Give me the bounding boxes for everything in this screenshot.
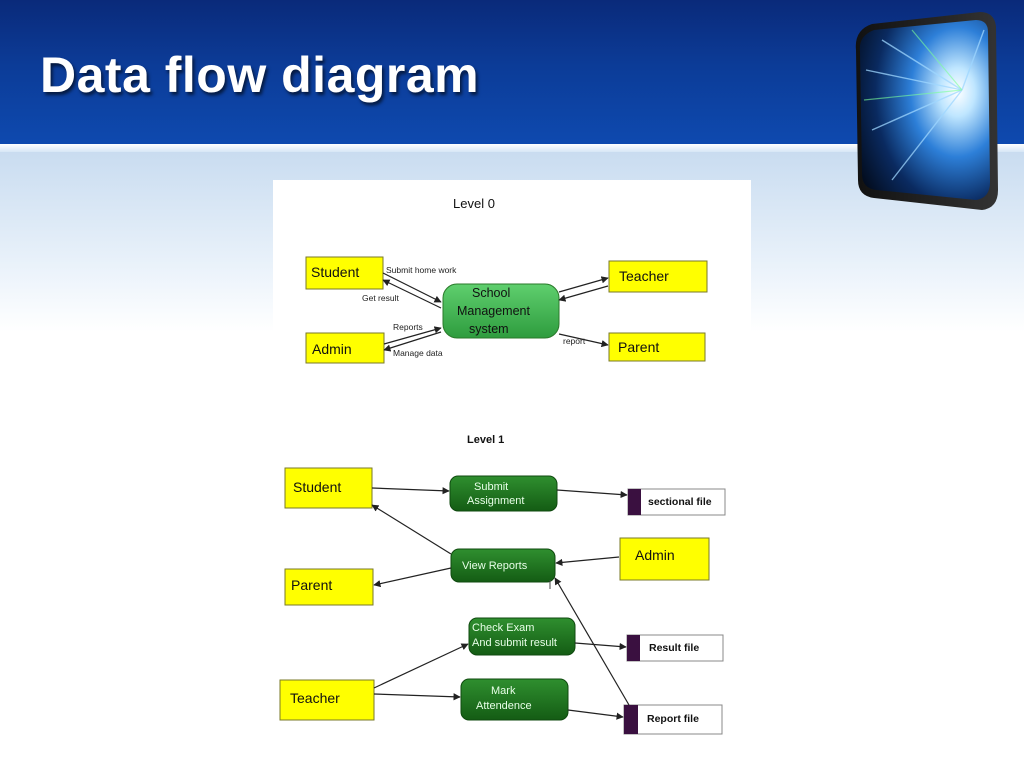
l1-sectional-label: sectional file [648, 496, 712, 508]
l1-view-reports-label: View Reports [462, 560, 528, 572]
dfd-canvas: Level 0 Student Admin Teacher Parent Sch… [279, 196, 726, 735]
l1-teacher-label: Teacher [290, 690, 340, 706]
l1-flow-teacher-check [373, 643, 469, 689]
l1-entity-teacher: Teacher [279, 679, 375, 721]
l1-store-report-file: Report file [623, 704, 723, 735]
l0-flow-to-teacher [558, 276, 609, 293]
l0-student-label: Student [311, 264, 359, 280]
l1-store-result-file: Result file [626, 634, 724, 662]
l0-teacher-label: Teacher [619, 268, 669, 284]
level0-title: Level 0 [453, 196, 495, 211]
l1-flow-view-student [371, 504, 452, 555]
l1-admin-label: Admin [635, 547, 675, 563]
l1-process-submit-assignment: Submit Assignment [449, 475, 558, 512]
l1-store-sectional-file: sectional file [627, 488, 726, 516]
l0-label-submit-home-work: Submit home work [386, 265, 457, 275]
l0-flow-from-teacher [558, 285, 609, 302]
l0-label-reports: Reports [393, 322, 423, 332]
l1-submit-line2: Assignment [467, 495, 524, 507]
header-divider [0, 144, 1024, 152]
l1-process-check-exam: Check Exam And submit result [468, 617, 576, 656]
l1-entity-admin: Admin [619, 537, 710, 581]
l1-mark-line1: Mark [491, 685, 516, 697]
l1-student-label: Student [293, 479, 341, 495]
l0-process-line3: system [469, 322, 509, 336]
slide-header [0, 0, 1024, 148]
slide-title: Data flow diagram [40, 47, 480, 103]
l0-entity-admin: Admin [305, 332, 385, 364]
l1-process-mark-attendence: Mark Attendence [460, 678, 569, 721]
l0-entity-parent: Parent [608, 332, 706, 362]
l0-entity-student: Student [305, 256, 384, 290]
l0-process-line2: Management [457, 304, 530, 318]
l1-flows [371, 487, 630, 720]
l1-flow-check-result [574, 642, 627, 651]
l0-flow-report [558, 333, 609, 348]
l0-flow-get-result [382, 279, 442, 309]
light-burst-cube-icon [855, 12, 998, 210]
l0-flow-submit-home-work [382, 272, 442, 303]
l1-entity-parent: Parent [284, 568, 374, 606]
l0-flow-reports [383, 331, 442, 352]
dfd-diagram: Level 0 Student Admin Teacher Parent Sch… [273, 180, 751, 740]
l1-flow-mark-report [567, 709, 624, 720]
level1-title: Level 1 [467, 434, 504, 446]
l0-admin-label: Admin [312, 341, 352, 357]
l1-result-label: Result file [649, 642, 699, 654]
l1-flow-submit-sectional [556, 489, 628, 499]
l1-flow-view-parent [373, 567, 452, 588]
l1-check-line2: And submit result [472, 637, 557, 649]
l1-report-label: Report file [647, 713, 699, 725]
l0-label-manage-data: Manage data [393, 348, 443, 358]
l1-process-view-reports: View Reports [450, 548, 556, 583]
l1-flow-student-submit [371, 487, 450, 495]
l1-mark-line2: Attendence [476, 700, 532, 712]
l1-check-line1: Check Exam [472, 622, 534, 634]
l0-flow-manage-data [383, 326, 442, 345]
l1-submit-line1: Submit [474, 481, 508, 493]
l0-label-report: report [563, 336, 586, 346]
l1-flow-teacher-mark [373, 693, 461, 701]
l1-parent-label: Parent [291, 577, 332, 593]
l0-flows [382, 272, 609, 352]
l0-process-line1: School [472, 286, 510, 300]
l0-label-get-result: Get result [362, 293, 399, 303]
l1-entity-student: Student [284, 467, 373, 509]
l0-process-school-management: School Management system [442, 283, 560, 339]
l0-parent-label: Parent [618, 339, 659, 355]
l0-entity-teacher: Teacher [608, 260, 708, 293]
l1-flow-report-view [554, 577, 630, 706]
l1-flow-admin-view [555, 556, 620, 566]
